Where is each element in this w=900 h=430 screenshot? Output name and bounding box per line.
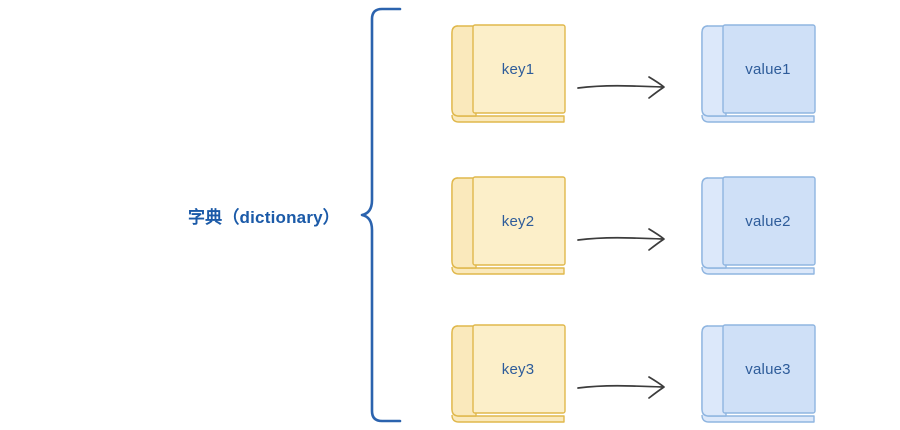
dictionary-pair-row: key1 value1 bbox=[0, 16, 900, 128]
value-book-3[interactable]: value3 bbox=[700, 316, 820, 424]
key-book-1[interactable]: key1 bbox=[450, 16, 570, 124]
arrow-right-icon bbox=[577, 76, 665, 99]
key-book-2[interactable]: key2 bbox=[450, 168, 570, 276]
book-icon bbox=[451, 24, 566, 123]
book-icon bbox=[451, 324, 566, 423]
dictionary-group-label: 字典（dictionary） bbox=[187, 208, 340, 227]
dictionary-pair-row: key3 value3 bbox=[0, 316, 900, 428]
book-icon bbox=[701, 24, 816, 123]
value-book-1[interactable]: value1 bbox=[700, 16, 820, 124]
key-book-3[interactable]: key3 bbox=[450, 316, 570, 424]
arrow-right-icon bbox=[577, 376, 665, 399]
dictionary-pair-row: key2 value2 bbox=[0, 168, 900, 280]
book-icon bbox=[701, 324, 816, 423]
book-icon bbox=[701, 176, 816, 275]
curly-brace-icon bbox=[360, 7, 402, 423]
value-book-2[interactable]: value2 bbox=[700, 168, 820, 276]
book-icon bbox=[451, 176, 566, 275]
arrow-right-icon bbox=[577, 228, 665, 251]
